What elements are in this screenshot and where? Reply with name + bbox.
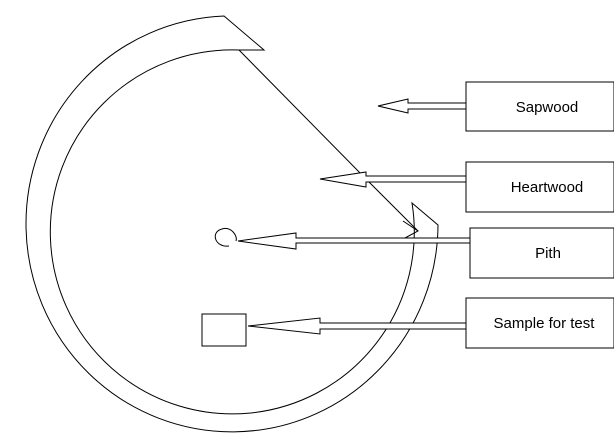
pith-shape [214,227,237,247]
heartwood-label: Heartwood [511,179,584,196]
heartwood-cut-tip [402,220,419,239]
sample-label: Sample for test [494,315,596,332]
pith-label-box: Pith [469,227,614,279]
sapwood-label-box: Sapwood [465,81,614,132]
outer-log-outline [25,15,439,433]
sapwood-arrow [377,98,467,114]
sample-label-box: Sample for test [465,297,614,349]
pith-arrow [237,232,471,250]
sample-square [201,313,247,347]
heartwood-cut-line [238,49,419,232]
pith-label: Pith [535,245,561,262]
heartwood-arrow [319,171,467,188]
heartwood-label-box: Heartwood [465,161,614,213]
sapwood-label: Sapwood [516,99,579,116]
sample-arrow [247,317,467,335]
